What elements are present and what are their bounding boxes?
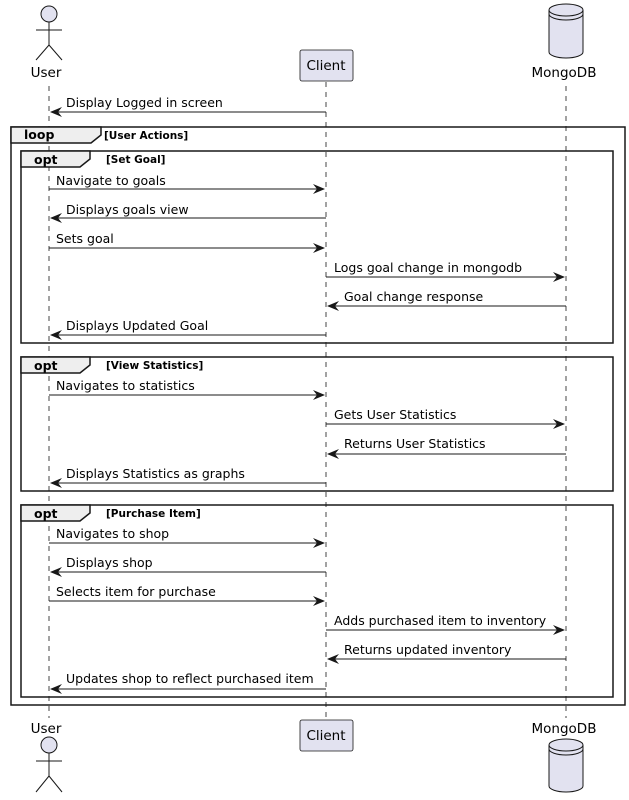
message-label: Sets goal <box>56 231 114 246</box>
client-participant-bottom: Client <box>299 719 354 752</box>
client-participant-top: Client <box>299 49 354 82</box>
message-selects-item: Selects item for purchase <box>49 584 325 606</box>
actor-icon <box>35 736 63 793</box>
database-icon <box>548 3 584 59</box>
message-label: Selects item for purchase <box>56 584 216 599</box>
message-label: Displays goals view <box>66 202 189 217</box>
fragment-frame <box>20 356 614 492</box>
participant-mongodb-label: MongoDB <box>532 65 597 81</box>
fragment-frame <box>10 126 626 706</box>
message-label: Navigates to statistics <box>56 378 195 393</box>
message-label: Displays shop <box>66 555 153 570</box>
user-actor-top: User <box>31 5 63 81</box>
message-label: Returns updated inventory <box>344 642 512 657</box>
actor-icon <box>35 5 63 61</box>
message-label: Displays Updated Goal <box>66 318 208 333</box>
message-navigate-to-goals: Navigate to goals <box>49 173 325 194</box>
fragment-tab <box>20 504 91 522</box>
message-label: Display Logged in screen <box>66 95 223 110</box>
fragment-tab <box>10 126 102 144</box>
message-label: Logs goal change in mongodb <box>334 260 522 275</box>
message-label: Navigate to goals <box>56 173 166 188</box>
message-label: Gets User Statistics <box>334 407 456 422</box>
message-label: Navigates to shop <box>56 526 169 541</box>
fragment-keyword: opt <box>34 152 58 167</box>
fragment-keyword: loop <box>24 127 54 142</box>
fragment-frame <box>20 504 614 698</box>
opt-fragment-view-statistics: opt [View Statistics] <box>20 356 614 492</box>
message-label: Updates shop to reflect purchased item <box>66 671 314 686</box>
message-navigates-to-shop: Navigates to shop <box>49 526 325 548</box>
participant-mongodb-label: MongoDB <box>532 721 597 737</box>
participant-box <box>299 719 354 752</box>
message-displays-goals-view: Displays goals view <box>50 202 326 223</box>
fragment-condition: [Set Goal] <box>106 154 165 166</box>
message-label: Goal change response <box>344 289 484 304</box>
message-displays-statistics-graphs: Displays Statistics as graphs <box>50 466 326 488</box>
message-adds-purchased-item: Adds purchased item to inventory <box>326 613 565 635</box>
message-displays-shop: Displays shop <box>50 555 326 577</box>
message-updates-shop: Updates shop to reflect purchased item <box>50 671 326 694</box>
message-returns-updated-inventory: Returns updated inventory <box>327 642 566 664</box>
message-displays-updated-goal: Displays Updated Goal <box>50 318 326 340</box>
message-label: Returns User Statistics <box>344 436 486 451</box>
fragment-keyword: opt <box>34 358 58 373</box>
user-actor-bottom: User <box>31 721 63 793</box>
mongodb-database-top: MongoDB <box>532 3 597 81</box>
opt-fragment-purchase-item: opt [Purchase Item] <box>20 504 614 698</box>
message-goal-change-response: Goal change response <box>327 289 566 311</box>
message-label: Adds purchased item to inventory <box>334 613 547 628</box>
participant-client-label: Client <box>306 58 345 74</box>
fragment-condition: [View Statistics] <box>106 360 203 372</box>
participant-user-label: User <box>31 65 62 81</box>
loop-fragment: loop [User Actions] <box>10 126 626 706</box>
participant-user-label: User <box>31 721 62 737</box>
fragment-keyword: opt <box>34 506 58 521</box>
participant-client-label: Client <box>306 728 345 744</box>
message-returns-user-statistics: Returns User Statistics <box>327 436 566 459</box>
participant-box <box>299 49 354 82</box>
message-label: Displays Statistics as graphs <box>66 466 245 481</box>
message-navigates-to-statistics: Navigates to statistics <box>49 378 325 400</box>
opt-fragment-set-goal: opt [Set Goal] <box>20 150 614 344</box>
fragment-frame <box>20 150 614 344</box>
mongodb-database-bottom: MongoDB <box>532 721 597 793</box>
message-gets-user-statistics: Gets User Statistics <box>326 407 565 429</box>
message-logs-goal-change: Logs goal change in mongodb <box>326 260 565 282</box>
message-sets-goal: Sets goal <box>49 231 325 253</box>
fragment-tab <box>20 150 91 168</box>
message-display-logged-in: Display Logged in screen <box>50 95 326 117</box>
fragment-condition: [User Actions] <box>104 130 188 142</box>
database-icon <box>548 738 584 793</box>
fragment-tab <box>20 356 91 374</box>
fragment-condition: [Purchase Item] <box>106 508 201 520</box>
